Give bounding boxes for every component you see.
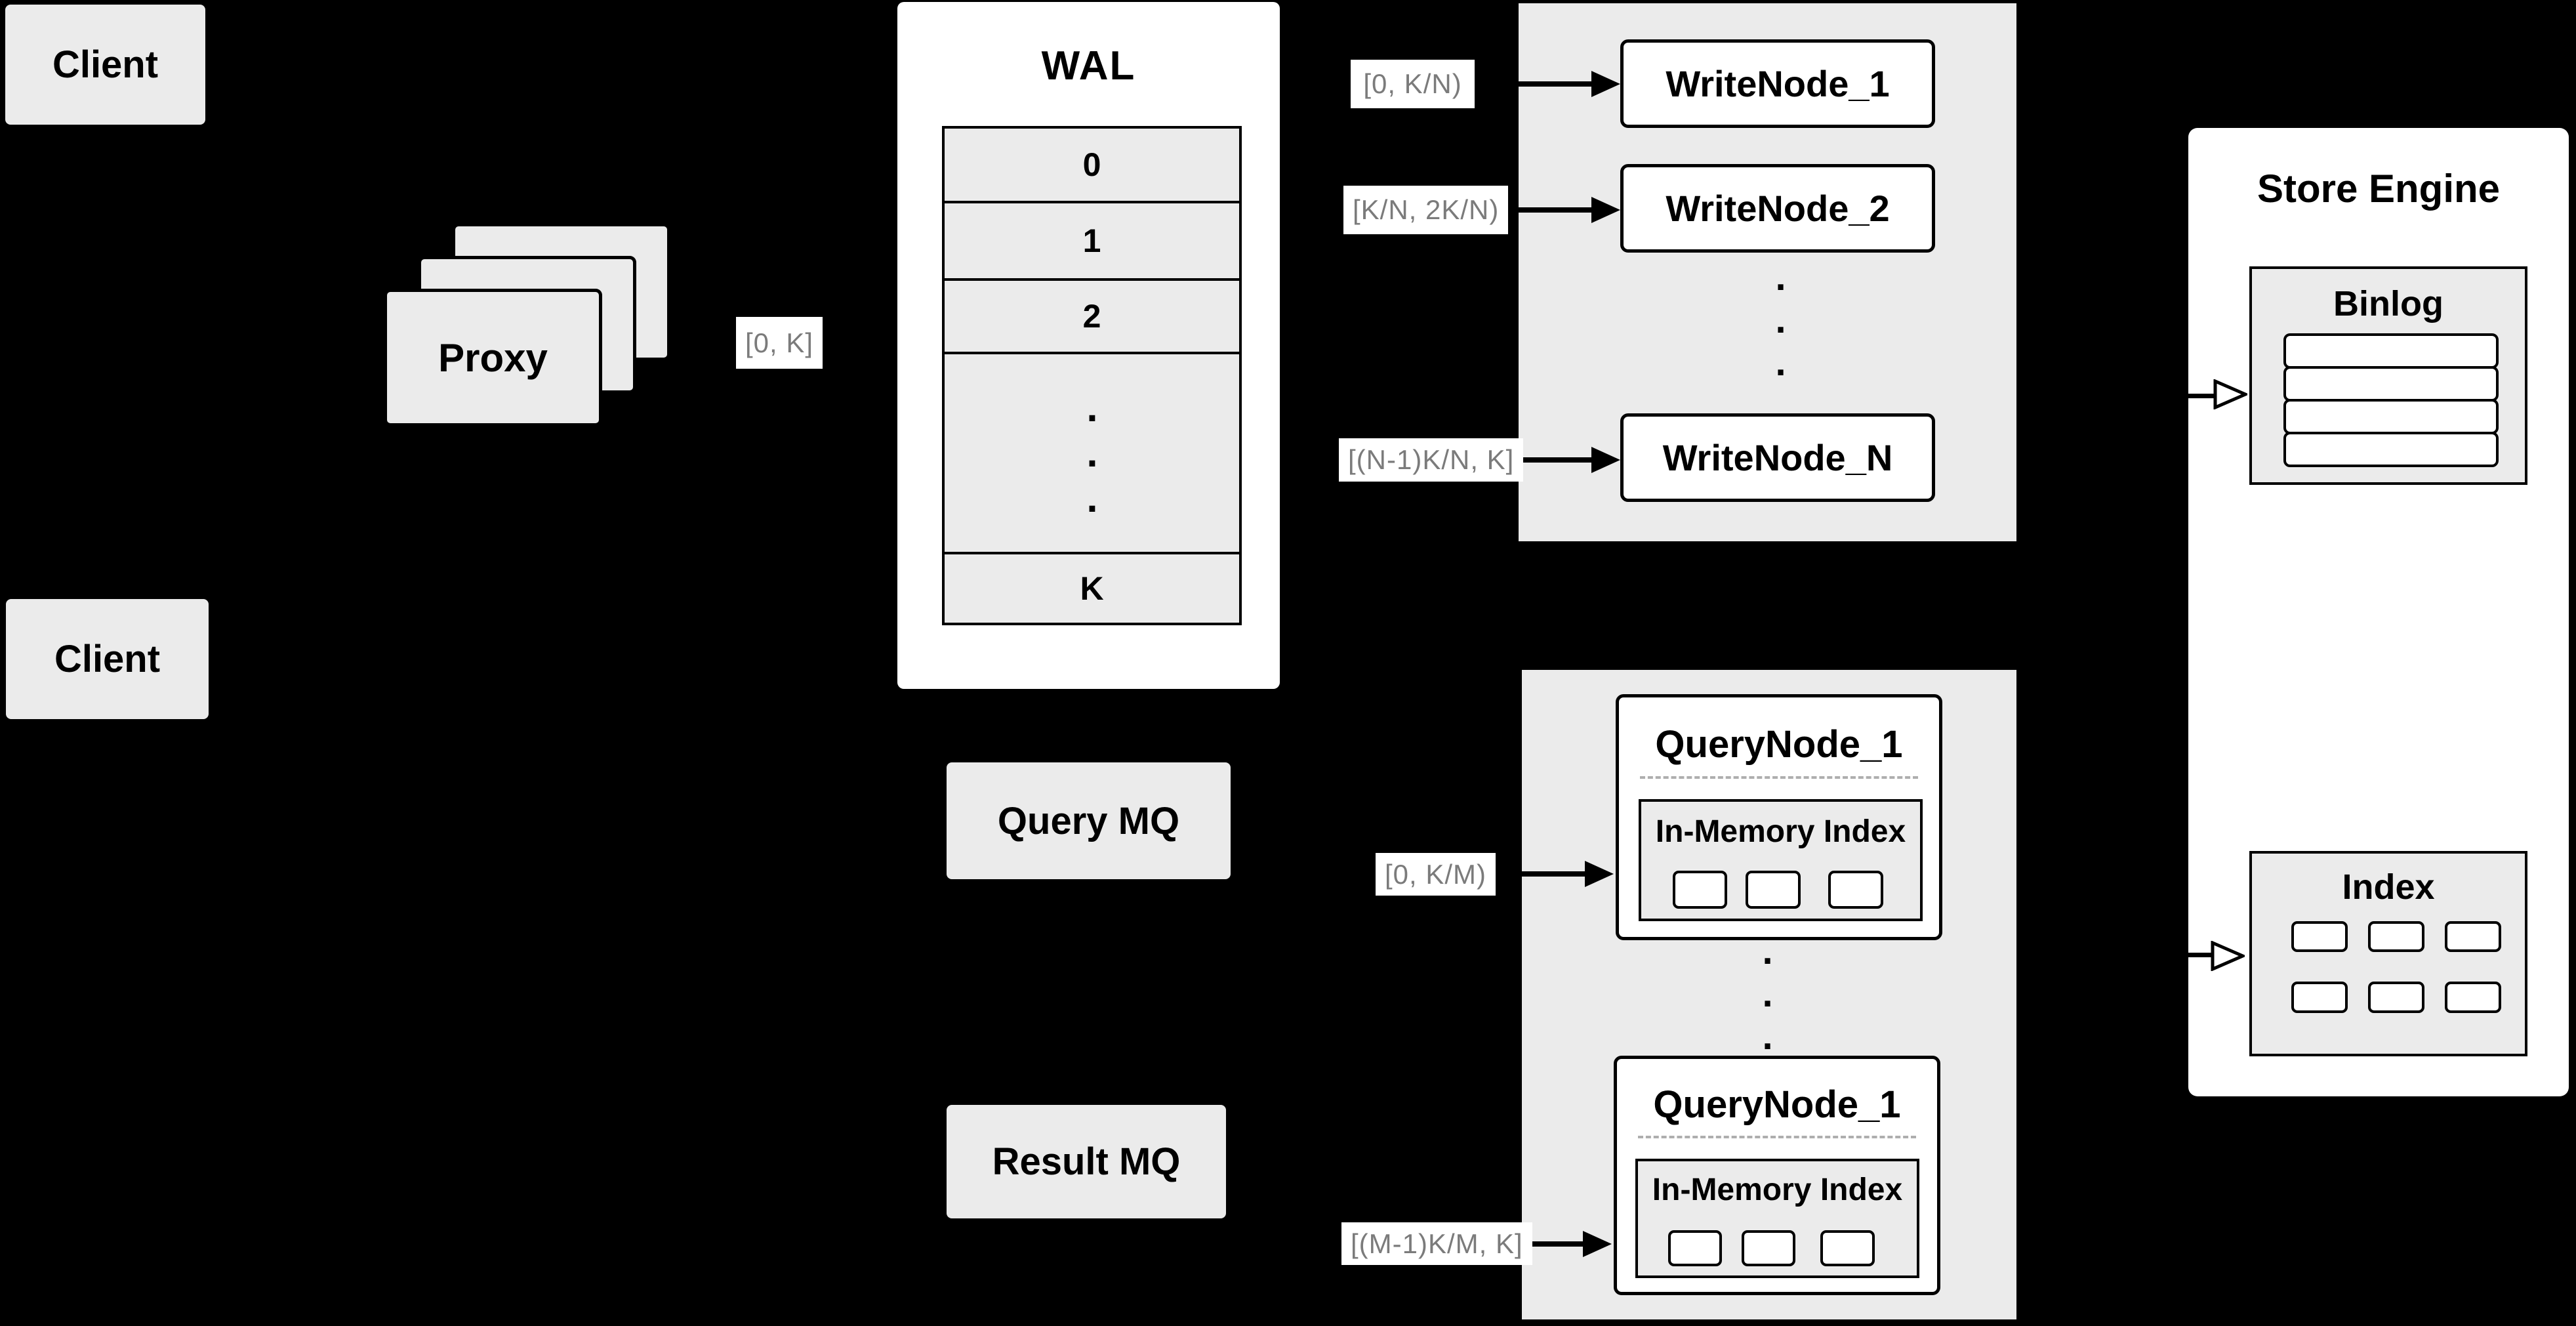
query-node-bottom-divider [1638,1136,1916,1138]
arrowhead-query1-icon [1585,861,1614,887]
arrow-shaft-query2 [1502,1241,1583,1247]
binlog-rows [2283,333,2499,467]
store-engine-title: Store Engine [2257,167,2501,211]
binlog-row [2283,333,2499,369]
range-label-query2: [(M-1)K/M, K] [1341,1222,1532,1265]
index-cell [2291,921,2348,952]
wal-row-0: 0 [1082,146,1101,183]
arrow-shaft-query1 [1476,871,1585,877]
arrowhead-write2-icon [1591,197,1620,223]
arrowhead-write1-icon [1591,71,1620,97]
arrow-shaft-writen [1506,457,1594,463]
proxy-box: Proxy [384,289,602,426]
query-nodes-ellipsis: ... [1746,930,1789,1058]
arrowhead-writen-icon [1591,447,1620,473]
binlog-box: Binlog [2249,266,2527,485]
arrow-shaft-index [2188,953,2213,957]
index-cell [2445,982,2501,1013]
query-node-bottom: QueryNode_1 In-Memory Index [1614,1056,1940,1295]
query-mq-label: Query MQ [997,799,1180,842]
range-label-query1: [0, K/M) [1376,853,1496,896]
result-mq-box: Result MQ [947,1105,1226,1218]
query-node-top: QueryNode_1 In-Memory Index [1616,694,1942,940]
arrow-shaft-write1 [1476,81,1594,87]
write-node-2-label: WriteNode_2 [1666,188,1890,229]
range-label-write1: [0, K/N) [1351,60,1475,108]
binlog-row [2283,366,2499,402]
index-title: Index [2342,867,2435,907]
write-node-1: WriteNode_1 [1620,39,1935,128]
client-bottom-label: Client [54,638,161,680]
binlog-row [2283,399,2499,434]
query-mq-box: Query MQ [947,762,1231,879]
wal-row-k: K [945,552,1239,623]
wal-row-1: 1 [945,200,1239,279]
write-node-n: WriteNode_N [1620,413,1935,502]
query-node-top-label: QueryNode_1 [1655,723,1903,766]
arrow-shaft-binlog [2188,394,2216,398]
arrow-shaft-write2 [1506,207,1594,213]
segment-cell [1668,1230,1722,1266]
range-label-writen: [(N-1)K/N, K] [1339,438,1524,482]
open-arrowhead-index-icon [2211,941,2245,971]
store-engine-box: Store Engine Binlog Index [2188,128,2569,1096]
result-mq-label: Result MQ [992,1140,1181,1183]
write-nodes-ellipsis: ... [1759,256,1802,384]
index-cell [2291,982,2348,1013]
binlog-title: Binlog [2333,284,2443,323]
wal-segment-table: 0 1 2 ... K [942,126,1242,625]
wal-box: WAL 0 1 2 ... K [897,2,1280,689]
segment-cell [1820,1230,1875,1266]
index-cell [2368,921,2424,952]
index-cell [2445,921,2501,952]
client-top-label: Client [52,43,159,86]
write-node-1-label: WriteNode_1 [1666,63,1890,104]
segment-cell [1673,871,1727,909]
segment-cell [1746,871,1801,909]
write-node-n-label: WriteNode_N [1662,437,1893,478]
client-box-bottom: Client [6,599,209,719]
segment-cell [1742,1230,1795,1266]
wal-row-ellipsis: ... [945,351,1239,552]
query-node-bottom-label: QueryNode_1 [1653,1083,1901,1126]
index-box: Index [2249,851,2527,1056]
arrowhead-query2-icon [1583,1231,1612,1257]
wal-ellipsis: ... [1069,385,1115,522]
binlog-row [2283,432,2499,467]
client-box-top: Client [5,5,205,125]
wal-row-2: 2 [945,278,1239,352]
range-label-proxy-wal: [0, K] [736,317,823,369]
range-label-write2: [K/N, 2K/N) [1343,186,1509,234]
wal-title: WAL [1041,43,1136,89]
open-arrowhead-binlog-icon [2213,379,2247,409]
write-node-2: WriteNode_2 [1620,164,1935,253]
segment-cell [1828,871,1883,909]
index-cell [2368,982,2424,1013]
proxy-label: Proxy [438,335,548,380]
in-memory-index-top-label: In-Memory Index [1655,814,1906,849]
in-memory-index-bottom-label: In-Memory Index [1652,1172,1903,1207]
query-node-top-divider [1640,776,1918,779]
